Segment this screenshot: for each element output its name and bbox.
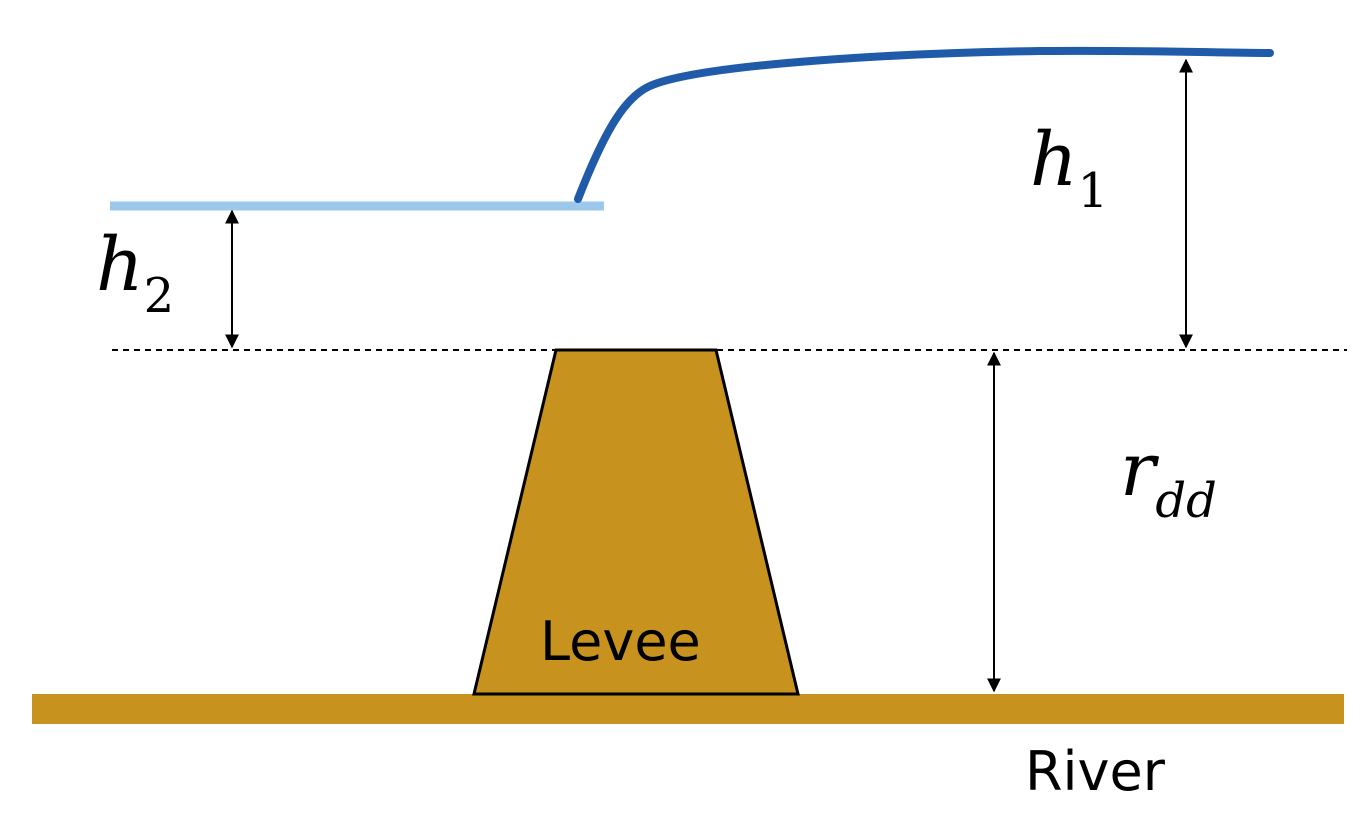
ground-strip: [32, 694, 1344, 724]
river-label: River: [1025, 740, 1166, 803]
high-water-surface-curve: [574, 46, 1274, 203]
h1-label-base: h: [1030, 117, 1078, 203]
levee-label: Levee: [540, 610, 701, 673]
levee-shape: [472, 348, 800, 696]
rdd-label-subscript: dd: [1155, 473, 1216, 529]
h2-label-subscript: 2: [144, 268, 175, 324]
h2-label: h2: [96, 222, 174, 324]
rdd-label: rdd: [1120, 427, 1217, 529]
h2-label-base: h: [96, 222, 144, 308]
rdd-label-base: r: [1120, 427, 1160, 513]
h1-label-subscript: 1: [1078, 163, 1109, 219]
h1-label: h1: [1030, 117, 1108, 219]
